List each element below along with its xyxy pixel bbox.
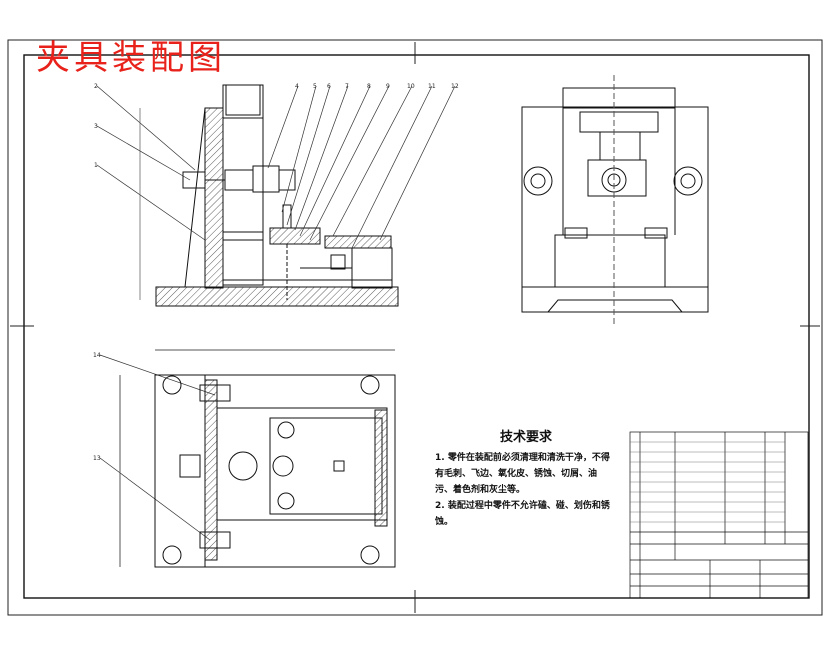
callout-2: 2	[94, 83, 98, 90]
center-marks	[10, 42, 820, 613]
callout-4: 4	[295, 83, 299, 90]
callout-12: 12	[451, 83, 459, 90]
callout-1: 1	[94, 162, 98, 169]
tech-requirement-line: 污、着色剂和灰尘等。	[435, 485, 526, 495]
tech-requirements-heading: 技术要求	[500, 430, 553, 445]
title-block-rows	[630, 441, 785, 523]
outer-frame	[7, 39, 823, 616]
side-view	[521, 75, 709, 325]
callout-6: 6	[327, 83, 331, 90]
drawing-title: 夹具装配图	[36, 38, 226, 78]
callout-5: 5	[313, 83, 317, 90]
callout-3: 3	[94, 123, 98, 130]
callout-labels: 2 3 1 4 5 6 7 8 9 10 11 12 14 13	[93, 83, 459, 462]
inner-frame	[23, 54, 810, 599]
callout-14: 14	[93, 352, 101, 359]
top-view	[119, 349, 396, 568]
leaders-front	[96, 85, 456, 541]
tech-requirement-line: 1. 零件在装配前必须清理和清洗干净，不得	[435, 453, 610, 463]
tech-requirement-line: 有毛刺、飞边、氧化皮、锈蚀、切屑、油	[435, 469, 598, 479]
callout-7: 7	[345, 83, 349, 90]
tech-requirement-line: 蚀。	[435, 517, 454, 527]
callout-9: 9	[386, 83, 390, 90]
callout-8: 8	[367, 83, 371, 90]
tech-requirement-line: 2. 装配过程中零件不允许磕、碰、划伤和锈	[435, 501, 610, 511]
callout-11: 11	[428, 83, 436, 90]
callout-13: 13	[93, 455, 101, 462]
title-block	[629, 431, 809, 599]
front-view	[155, 84, 399, 307]
callout-10: 10	[407, 83, 415, 90]
